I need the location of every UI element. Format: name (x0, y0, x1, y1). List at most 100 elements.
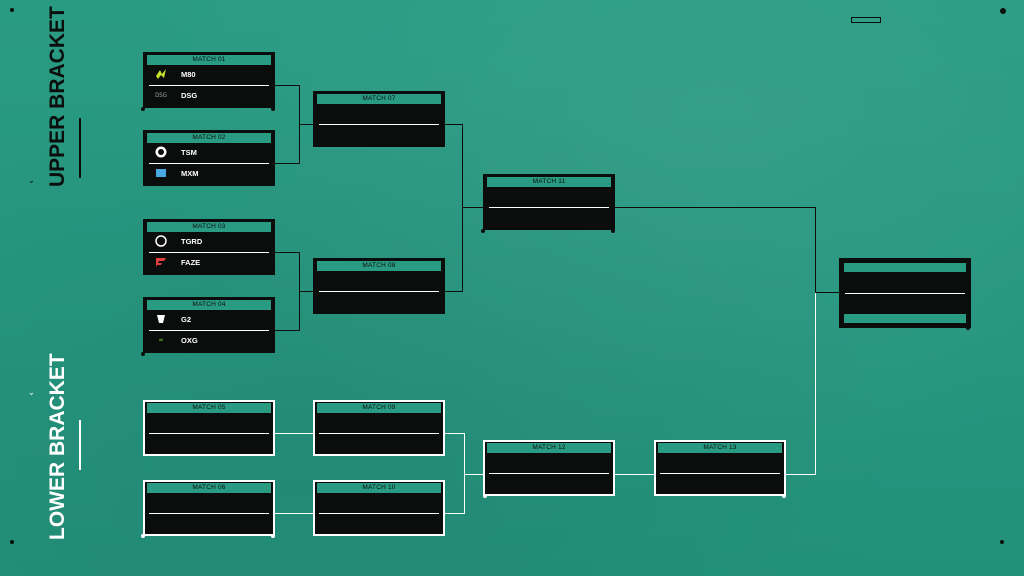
connector (299, 291, 313, 292)
divider (319, 433, 439, 434)
team-slot[interactable]: ∞ OXG (145, 331, 273, 349)
divider (845, 293, 965, 294)
corner-dot-icon (611, 229, 615, 233)
divider (149, 163, 269, 164)
match-card[interactable]: MATCH 01 M80 DSG DSG (143, 52, 275, 108)
corner-dot-icon (141, 352, 145, 356)
faze-logo-icon (155, 256, 167, 268)
connector (445, 513, 465, 514)
corner-dot-icon (10, 8, 14, 12)
corner-dot-icon (1000, 8, 1006, 14)
final-footer-band (844, 314, 966, 323)
g2-logo-icon (155, 313, 167, 325)
match-label: MATCH 03 (147, 222, 271, 232)
connector (615, 207, 816, 208)
match-card[interactable]: MATCH 02 TSM MXM (143, 130, 275, 186)
upper-bracket-rule (79, 118, 81, 178)
connector (445, 124, 463, 125)
match-card[interactable]: MATCH 04 G2 ∞ OXG (143, 297, 275, 353)
match-card[interactable]: MATCH 05 (143, 400, 275, 456)
corner-dot-icon (782, 494, 786, 498)
connector (815, 293, 816, 475)
team-slot[interactable]: DSG DSG (145, 86, 273, 104)
m80-logo-icon (155, 68, 167, 80)
divider (319, 513, 439, 514)
divider (660, 473, 780, 474)
connector (299, 124, 313, 125)
match-card[interactable]: MATCH 09 (313, 400, 445, 456)
corner-dot-icon (271, 534, 275, 538)
match-label: MATCH 11 (487, 177, 611, 187)
match-label: MATCH 01 (147, 55, 271, 65)
match-label: MATCH 07 (317, 94, 441, 104)
connector (462, 207, 483, 208)
connector (462, 124, 463, 292)
final-header-band (844, 263, 966, 272)
corner-dot-icon (10, 540, 14, 544)
lower-bracket-title: LOWER BRACKET (46, 353, 69, 540)
grand-final-card[interactable] (839, 258, 971, 328)
corner-dot-icon (481, 229, 485, 233)
divider (489, 473, 609, 474)
connector (275, 330, 300, 331)
match-label: MATCH 05 (147, 403, 271, 413)
match-label: MATCH 04 (147, 300, 271, 310)
corner-dot-icon (141, 107, 145, 111)
team-name: DSG (181, 90, 198, 100)
match-card[interactable]: MATCH 03 TGRD FAZE (143, 219, 275, 275)
team-name: M80 (181, 69, 196, 79)
team-name: TSM (181, 147, 197, 157)
connector (464, 474, 483, 475)
team-name: OXG (181, 335, 198, 345)
match-label: MATCH 02 (147, 133, 271, 143)
corner-dot-icon (141, 534, 145, 538)
connector (275, 85, 300, 86)
team-name: MXM (181, 168, 199, 178)
connector (445, 433, 465, 434)
connector (786, 474, 816, 475)
chevron-down-icon: ⌄ (28, 176, 35, 186)
corner-dot-icon (1000, 540, 1004, 544)
team-slot[interactable]: G2 (145, 310, 273, 328)
match-label: MATCH 12 (487, 443, 611, 453)
tsm-logo-icon (155, 146, 167, 158)
team-name: G2 (181, 314, 192, 324)
team-slot[interactable]: M80 (145, 65, 273, 83)
corner-dot-icon (966, 326, 970, 330)
connector (275, 433, 313, 434)
connector (464, 433, 465, 514)
match-card[interactable]: MATCH 06 (143, 480, 275, 536)
lower-bracket-rule (79, 420, 81, 470)
team-slot[interactable]: TSM (145, 143, 273, 161)
connector (445, 291, 463, 292)
match-card[interactable]: MATCH 08 (313, 258, 445, 314)
match-card[interactable]: MATCH 12 (483, 440, 615, 496)
chevron-down-icon: ⌄ (28, 388, 35, 398)
match-label: MATCH 10 (317, 483, 441, 493)
corner-dot-icon (483, 494, 487, 498)
team-slot[interactable]: MXM (145, 164, 273, 182)
match-label: MATCH 08 (317, 261, 441, 271)
match-card[interactable]: MATCH 07 (313, 91, 445, 147)
corner-dot-icon (271, 107, 275, 111)
team-name: TGRD (181, 236, 203, 246)
match-card[interactable]: MATCH 13 (654, 440, 786, 496)
connector (815, 292, 839, 293)
divider (149, 433, 269, 434)
header-tag (851, 17, 881, 23)
match-label: MATCH 13 (658, 443, 782, 453)
divider (149, 85, 269, 86)
team-slot[interactable]: TGRD (145, 232, 273, 250)
match-label: MATCH 09 (317, 403, 441, 413)
connector (815, 207, 816, 293)
team-name: FAZE (181, 257, 201, 267)
mxm-logo-icon (155, 167, 167, 179)
match-label: MATCH 06 (147, 483, 271, 493)
match-card[interactable]: MATCH 10 (313, 480, 445, 536)
divider (319, 124, 439, 125)
match-card[interactable]: MATCH 11 (483, 174, 615, 230)
divider (319, 291, 439, 292)
team-slot[interactable]: FAZE (145, 253, 273, 271)
dsg-logo-icon: DSG (155, 91, 167, 99)
tgrd-logo-icon (155, 235, 167, 247)
